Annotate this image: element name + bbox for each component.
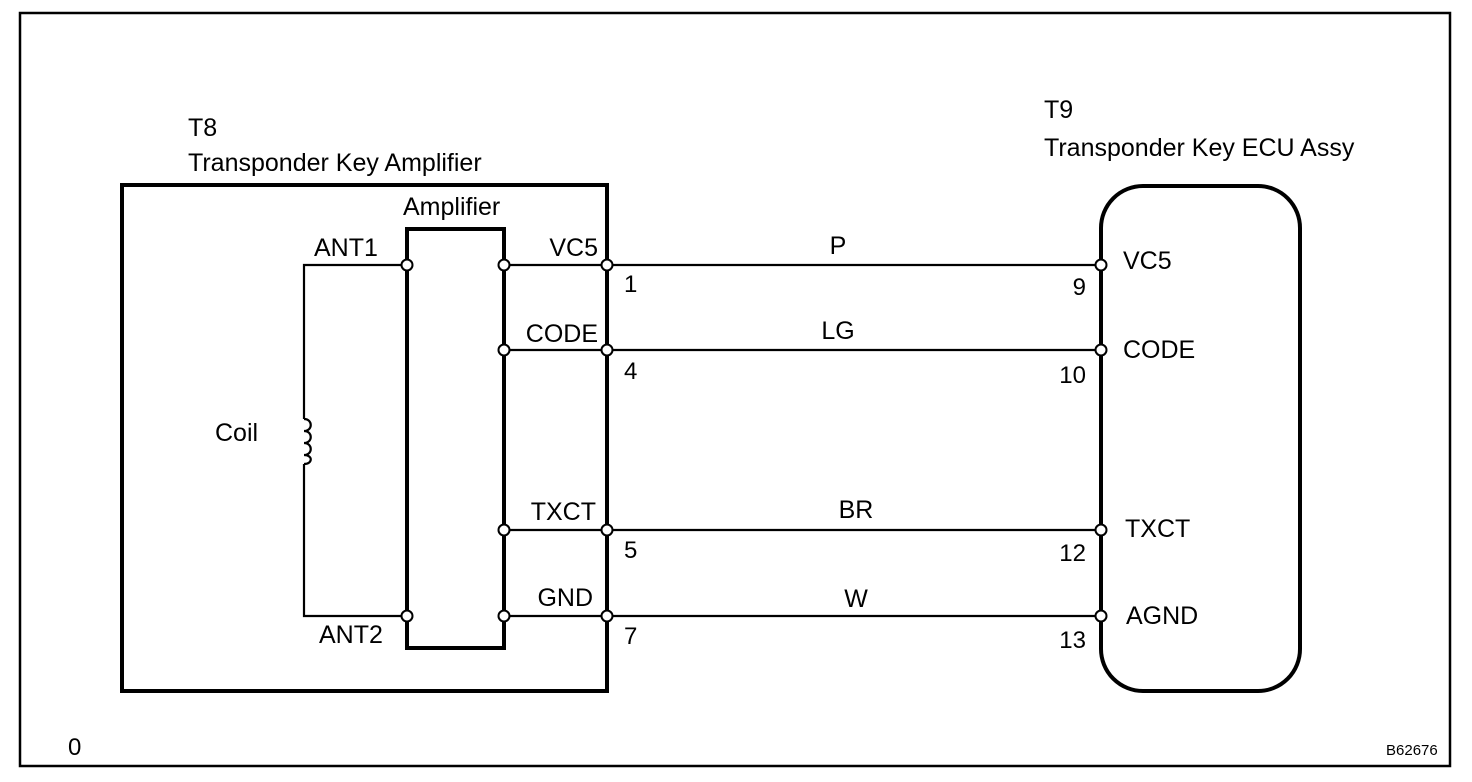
amp-out-terminal-vc5 <box>497 258 511 272</box>
page-number: 0 <box>68 734 81 761</box>
t9-pin-number-12: 12 <box>1059 540 1086 567</box>
ant2-label: ANT2 <box>319 621 383 649</box>
t9-pin-number-9: 9 <box>1073 274 1086 301</box>
ant1-label: ANT1 <box>314 234 378 262</box>
amplifier-block <box>405 227 506 650</box>
t9-terminal-9 <box>1094 258 1108 272</box>
t9-terminal-12 <box>1094 523 1108 537</box>
wire-color-p: P <box>830 232 847 260</box>
t8-connector-code: T8 <box>188 114 217 142</box>
t9-pin-name-code: CODE <box>1123 336 1195 364</box>
t8-terminal-7 <box>600 609 614 623</box>
coil-icon <box>303 417 312 466</box>
t8-pin-name-vc5: VC5 <box>549 234 598 262</box>
t9-connector-code: T9 <box>1044 96 1073 124</box>
t8-pin-name-txct: TXCT <box>531 498 596 526</box>
t8-pin-number-1: 1 <box>624 271 637 298</box>
page-frame <box>18 11 1452 768</box>
figure-code: B62676 <box>1386 742 1438 759</box>
t8-component-name: Transponder Key Amplifier <box>188 149 482 177</box>
t9-component-name: Transponder Key ECU Assy <box>1044 134 1355 162</box>
t9-pin-name-agnd: AGND <box>1126 602 1198 630</box>
wire-color-lg: LG <box>821 317 854 345</box>
t9-terminal-10 <box>1094 343 1108 357</box>
t8-pin-name-code: CODE <box>526 320 598 348</box>
coil-label: Coil <box>215 419 258 447</box>
ant2-terminal <box>400 609 414 623</box>
t8-pin-number-4: 4 <box>624 358 637 385</box>
t9-pin-number-10: 10 <box>1059 362 1086 389</box>
wire-color-w: W <box>844 585 868 613</box>
t9-pin-number-13: 13 <box>1059 627 1086 654</box>
t8-pin-number-5: 5 <box>624 537 637 564</box>
amplifier-unit-box <box>120 183 609 693</box>
amp-out-terminal-gnd <box>497 609 511 623</box>
t9-terminal-13 <box>1094 609 1108 623</box>
t8-terminal-1 <box>600 258 614 272</box>
t8-terminal-5 <box>600 523 614 537</box>
t8-terminal-4 <box>600 343 614 357</box>
t9-pin-name-txct: TXCT <box>1125 515 1190 543</box>
amp-out-terminal-code <box>497 343 511 357</box>
amplifier-block-label: Amplifier <box>403 193 500 221</box>
ant1-terminal <box>400 258 414 272</box>
ecu-unit-box <box>1099 184 1302 693</box>
t9-pin-name-vc5: VC5 <box>1123 247 1172 275</box>
coil-wire-top <box>302 263 407 419</box>
coil-wire-bottom <box>302 464 407 618</box>
t8-pin-name-gnd: GND <box>537 584 593 612</box>
wire-color-br: BR <box>839 496 874 524</box>
t8-pin-number-7: 7 <box>624 623 637 650</box>
amp-out-terminal-txct <box>497 523 511 537</box>
